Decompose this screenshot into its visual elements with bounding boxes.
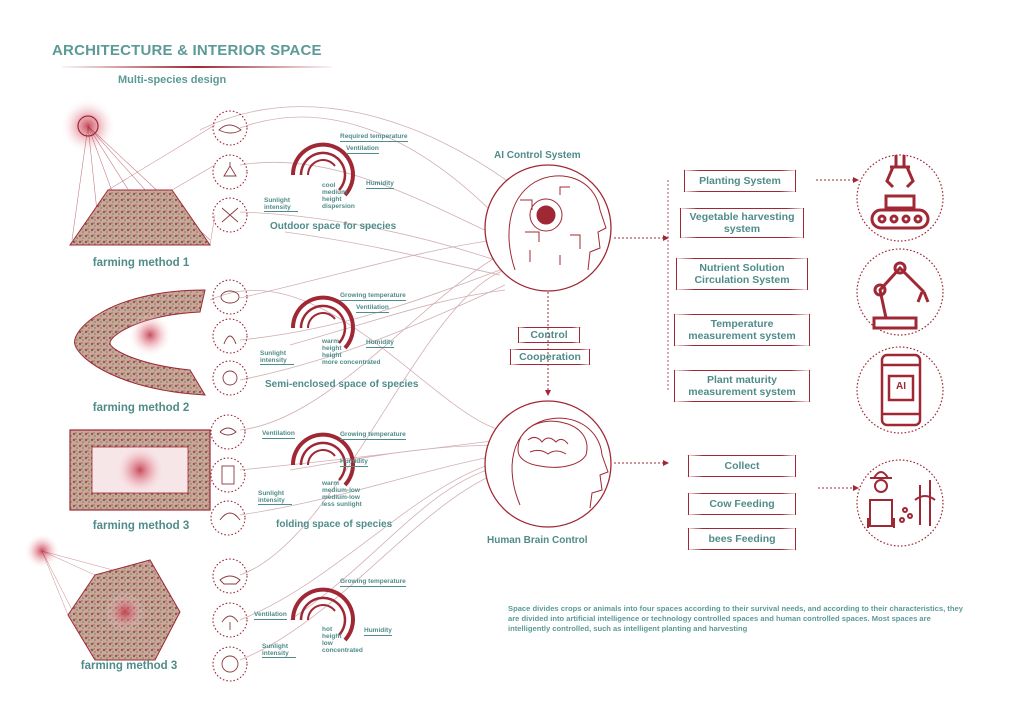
gauge-2-label-c: Humidity bbox=[366, 339, 394, 348]
system-icon-circles bbox=[856, 154, 944, 547]
gauge-4-value-1: hot bbox=[322, 626, 333, 633]
gauge-3-label-a: Ventilation bbox=[262, 430, 295, 439]
gauge-2-sunlight: Sunlight intensity bbox=[260, 350, 294, 365]
human-bees-feeding: bees Feeding bbox=[686, 528, 798, 550]
gauge-2-label-a: Growing temperature bbox=[340, 292, 406, 301]
gauge-3-value-2: medium-low bbox=[322, 487, 360, 494]
system-plant-maturity: Plant maturity measurement system bbox=[672, 370, 812, 402]
description-text: Space divides crops or animals into four… bbox=[508, 604, 963, 633]
gauge-1-sunlight: Sunlight intensity bbox=[264, 197, 298, 212]
gauge-4-value-2: height bbox=[322, 633, 342, 640]
gauge-4-label-b: Ventilation bbox=[254, 611, 287, 620]
method-label-4: farming method 3 bbox=[80, 660, 178, 672]
human-cow-feeding: Cow Feeding bbox=[686, 493, 798, 515]
gauge-1-value-3: height bbox=[322, 196, 342, 203]
gauge-1-label-b: Ventilation bbox=[346, 145, 379, 154]
ai-head-icon bbox=[508, 175, 607, 271]
human-collect: Collect bbox=[686, 455, 798, 477]
robot-arm-icon bbox=[872, 261, 930, 330]
species-icons bbox=[218, 124, 242, 673]
gauge-3-value-1: warm bbox=[322, 480, 339, 487]
gauge-2-value-4: more concentrated bbox=[322, 359, 381, 366]
human-head-icon bbox=[511, 417, 609, 509]
space-label-1: Outdoor space for species bbox=[270, 221, 397, 232]
ai-chip-label: AI bbox=[896, 381, 906, 392]
gauge-1-label-a: Required temperature bbox=[340, 133, 408, 142]
gauge-1-value-2: medium bbox=[322, 189, 347, 196]
gauge-2-label-b: Ventilation bbox=[356, 304, 389, 313]
ai-control-title: AI Control System bbox=[494, 150, 581, 161]
gauge-2-value-3: height bbox=[322, 352, 342, 359]
page-title: ARCHITECTURE & INTERIOR SPACE bbox=[52, 42, 322, 59]
system-nutrient-solution: Nutrient Solution Circulation System bbox=[674, 258, 810, 290]
method-label-1: farming method 1 bbox=[92, 257, 190, 269]
gauge-3-value-4: less sunlight bbox=[322, 501, 362, 508]
claw-conveyor-icon bbox=[870, 155, 930, 230]
gauge-1-value-1: cool bbox=[322, 182, 336, 189]
gauge-2-value-2: height bbox=[322, 345, 342, 352]
control-tag: Control bbox=[516, 327, 582, 343]
phone-ai-icon bbox=[880, 353, 922, 427]
gauge-4-label-c: Humidity bbox=[364, 627, 392, 636]
gauge-3-sunlight: Sunlight intensity bbox=[258, 490, 292, 505]
environment-gauges bbox=[290, 142, 355, 642]
ai-head-circle bbox=[484, 164, 612, 292]
field-curved-shape bbox=[74, 289, 206, 396]
gauge-3-label-b: Growing temperature bbox=[340, 431, 406, 440]
title-divider bbox=[62, 66, 332, 68]
space-label-3: folding space of species bbox=[276, 519, 393, 530]
gauge-4-value-3: low bbox=[322, 640, 333, 647]
farmer-icon bbox=[867, 471, 936, 528]
sun-icon bbox=[77, 115, 99, 137]
field-flat-shape bbox=[69, 189, 211, 246]
system-temperature: Temperature measurement system bbox=[672, 314, 812, 346]
space-label-2: Semi-enclosed space of species bbox=[265, 379, 419, 390]
gauge-3-label-c: Humidity bbox=[340, 458, 368, 467]
gauge-1-value-4: dispersion bbox=[322, 203, 355, 210]
connection-curves bbox=[199, 106, 521, 661]
system-vegetable-harvesting: Vegetable harvesting system bbox=[678, 208, 806, 238]
method-label-2: farming method 2 bbox=[92, 402, 190, 414]
gauge-3-value-3: medium-low bbox=[322, 494, 360, 501]
species-icon-circles bbox=[210, 110, 248, 682]
gauge-4-sunlight: Sunlight intensity bbox=[262, 643, 296, 658]
gauge-1-label-c: Humidity bbox=[366, 180, 394, 189]
human-head-circle bbox=[484, 400, 612, 528]
method-label-3: farming method 3 bbox=[92, 520, 190, 532]
cooperation-tag: Cooperation bbox=[508, 349, 592, 365]
system-planting: Planting System bbox=[682, 170, 798, 192]
page-subtitle: Multi-species design bbox=[118, 74, 227, 86]
human-control-title: Human Brain Control bbox=[487, 535, 588, 546]
gauge-4-label-a: Growing temperature bbox=[340, 578, 406, 587]
gauge-2-value-1: warm bbox=[322, 338, 339, 345]
gauge-4-value-4: concentrated bbox=[322, 647, 363, 654]
